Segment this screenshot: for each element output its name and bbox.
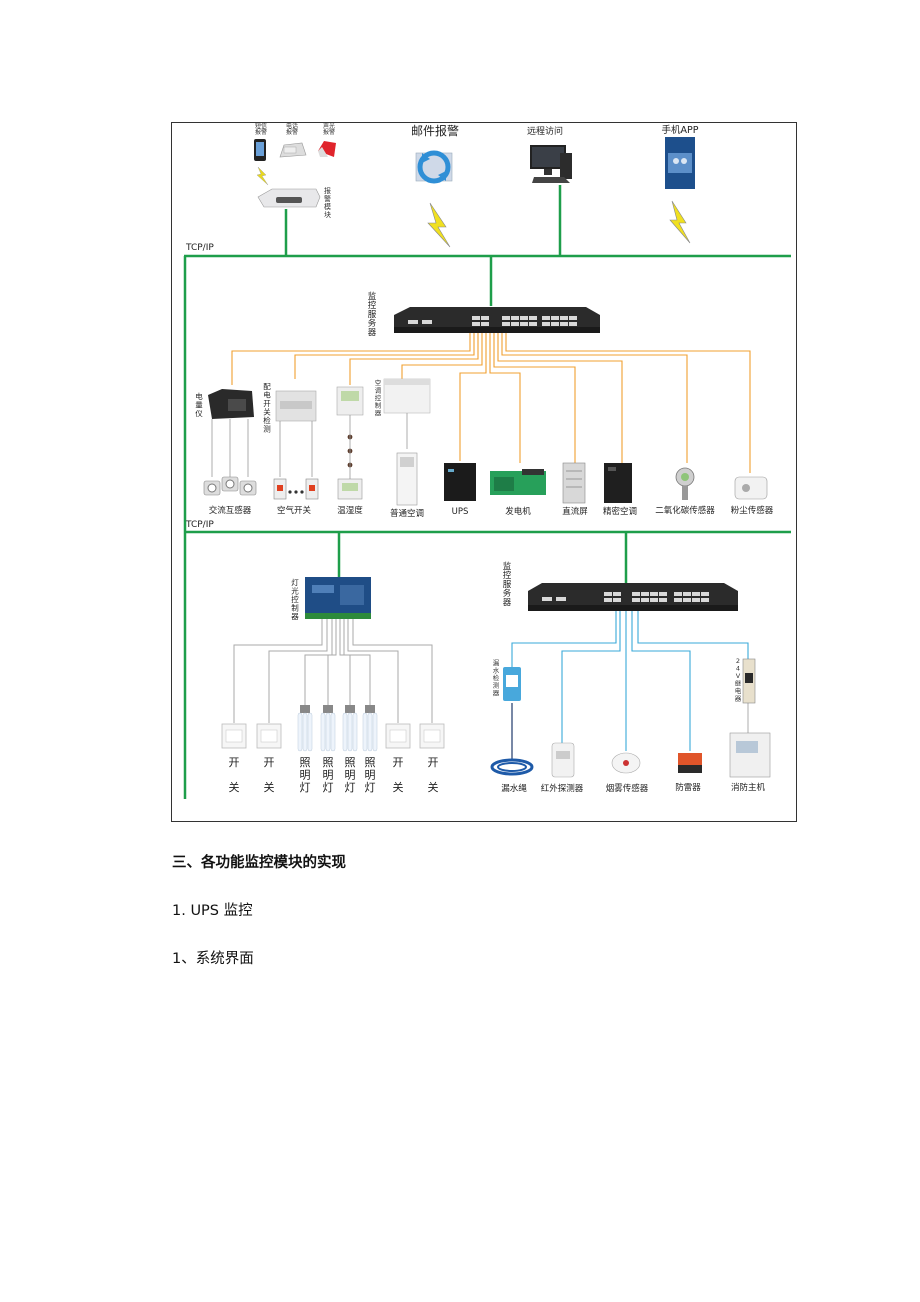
monitoring-server-2-icon: [528, 583, 738, 611]
smoke-sensor-label: 烟雾传感器: [606, 783, 649, 794]
switch-label: 开 关: [393, 756, 404, 794]
bulb-icon: [297, 705, 313, 752]
ac-controller-label: 空调控制器: [375, 378, 382, 417]
diagram-frame: 短信报警 电话报警 声光报警 报警模块 邮件报警 远程访问 手机: [171, 122, 797, 822]
orange-wiring: [231, 333, 751, 473]
mobile-phone-icon: [254, 139, 266, 161]
dc-panel-icon: [562, 462, 586, 504]
switch-detect-module-icon: [275, 390, 317, 422]
lamp-label: 照明灯: [323, 756, 334, 794]
gray-wiring: [233, 619, 433, 723]
wall-switch-icon: [419, 723, 445, 749]
blue-wiring: [511, 611, 749, 751]
small-lightning-icon: [256, 166, 269, 186]
alarm-light-icon: [318, 141, 336, 157]
dust-sensor-label: 粉尘传感器: [731, 505, 774, 516]
tcpip-bottom-label: TCP/IP: [185, 520, 214, 530]
ups-icon: [444, 463, 476, 501]
precision-ac-label: 精密空调: [603, 506, 637, 517]
lightning-app-icon: [669, 200, 691, 244]
sms-alarm-label: 短信报警: [255, 123, 267, 136]
switch-label: 开 关: [428, 756, 439, 794]
normal-ac-label: 普通空调: [390, 508, 424, 519]
co2-sensor-icon: [675, 467, 695, 500]
bulb-icon: [342, 705, 358, 752]
co2-sensor-label: 二氧化碳传感器: [655, 505, 715, 516]
generator-icon: [490, 469, 546, 495]
dust-sensor-icon: [734, 476, 768, 500]
computer-icon: [530, 145, 572, 183]
power-meter-label: 电量仪: [195, 391, 203, 418]
phone-alarm-label: 电话报警: [286, 123, 298, 136]
section-heading: 三、各功能监控模块的实现: [172, 855, 346, 871]
wall-switch-icon: [256, 723, 282, 749]
leak-rope-label: 漏水绳: [501, 783, 527, 794]
air-switch-label: 空气开关: [277, 505, 312, 516]
alarm-module-icon: [257, 188, 321, 208]
monitoring-server-1-icon: [394, 307, 600, 333]
lightning-email-icon: [427, 202, 451, 248]
remote-access-label: 远程访问: [527, 125, 563, 137]
lamp-label: 照明灯: [300, 756, 311, 794]
server1-label: 监控服务器: [368, 291, 377, 338]
item-title: 1、系统界面: [172, 951, 254, 967]
generator-label: 发电机: [505, 506, 531, 517]
email-alarm-label: 邮件报警: [411, 123, 459, 138]
infrared-detector-icon: [551, 742, 575, 778]
wall-switch-icon: [221, 723, 247, 749]
lighting-controller-icon: [305, 577, 371, 619]
wall-switch-icon: [385, 723, 411, 749]
fire-host-icon: [729, 732, 771, 778]
email-sync-icon: [415, 150, 453, 184]
tcpip-top-label: TCP/IP: [185, 243, 214, 253]
lamp-label: 照明灯: [345, 756, 356, 794]
switch-detect-label: 配电开关检测: [263, 382, 271, 434]
leak-detector-icon: [503, 667, 521, 701]
temp-humidity-label: 温湿度: [337, 505, 363, 516]
temp-humidity-display-icon: [336, 386, 364, 416]
precision-ac-icon: [604, 463, 632, 503]
ups-label: UPS: [452, 507, 469, 517]
alarm-module-label: 报警模块: [324, 186, 331, 219]
mobile-app-label: 手机APP: [662, 124, 699, 136]
infrared-label: 红外探测器: [541, 783, 584, 794]
dc-panel-label: 直流屏: [562, 506, 588, 517]
lamp-label: 照明灯: [365, 756, 376, 794]
bulb-icon: [320, 705, 336, 752]
leak-rope-icon: [490, 758, 534, 776]
ac-transformer-icons: [203, 476, 257, 496]
switch-label: 开 关: [264, 756, 275, 794]
smoke-sensor-icon: [611, 752, 641, 774]
leak-detector-label: 漏水检测器: [493, 658, 500, 697]
temp-humidity-sensor-icon: [337, 478, 363, 500]
lighting-controller-label: 灯光控制器: [291, 577, 299, 621]
subsection-title: 1. UPS 监控: [172, 903, 253, 919]
bulb-icon: [362, 705, 378, 752]
ac-controller-icon: [383, 378, 431, 414]
mobile-app-poster-icon: [665, 137, 695, 189]
desk-phone-icon: [279, 142, 307, 158]
ac-transformer-label: 交流互感器: [209, 505, 252, 516]
air-switch-icons: [273, 478, 319, 500]
lightning-protector-icon: [678, 753, 702, 773]
power-meter-icon: [208, 389, 254, 419]
relay-24v-icon: [742, 658, 756, 704]
switch-label: 开 关: [229, 756, 240, 794]
lightning-protector-label: 防雷器: [675, 782, 701, 793]
sound-light-alarm-label: 声光报警: [323, 123, 335, 136]
normal-ac-icon: [396, 452, 418, 506]
network-diagram: 短信报警 电话报警 声光报警 报警模块 邮件报警 远程访问 手机: [183, 122, 791, 799]
server2-label: 监控服务器: [503, 561, 512, 608]
fire-host-label: 消防主机: [731, 782, 766, 793]
